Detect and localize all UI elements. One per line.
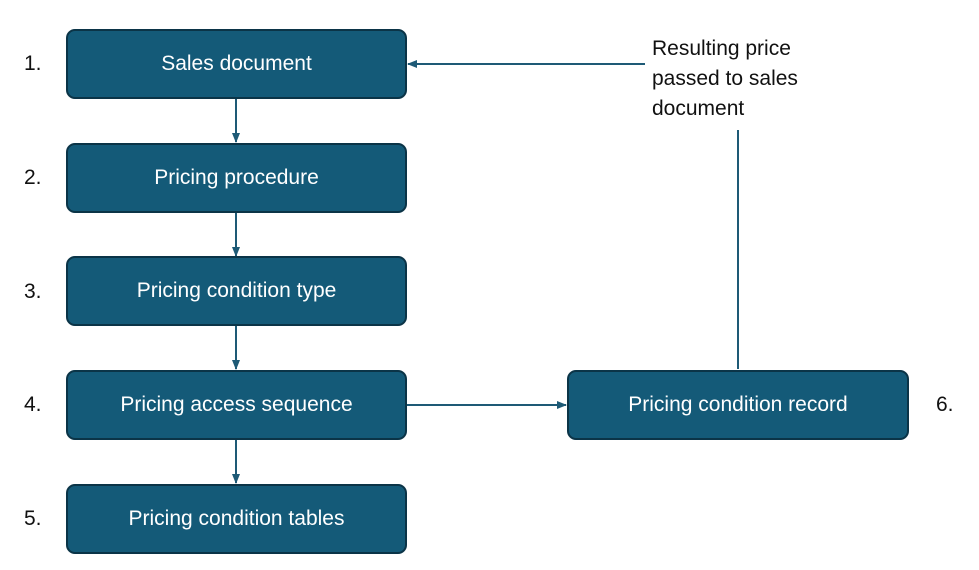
box-label: Pricing condition record [628,393,848,416]
box-pricing-procedure: Pricing procedure [66,143,407,213]
box-pricing-condition-tables: Pricing condition tables [66,484,407,554]
step-number-1: 1. [24,52,42,75]
box-pricing-condition-type: Pricing condition type [66,256,407,326]
step-number-6: 6. [936,393,954,416]
box-label: Pricing condition type [136,279,337,302]
box-pricing-condition-record: Pricing condition record [567,370,909,440]
note-line: passed to sales [652,67,798,90]
box-label: Sales document [161,52,312,75]
box-label: Pricing procedure [154,166,319,189]
box-label: Pricing condition tables [128,507,345,530]
box-label: Pricing access sequence [120,393,353,416]
note-line: Resulting price [652,37,791,60]
result-note: Resulting price passed to sales document [652,34,798,124]
note-line: document [652,97,745,120]
step-number-3: 3. [24,280,42,303]
box-sales-document: Sales document [66,29,407,99]
step-number-4: 4. [24,393,42,416]
step-number-2: 2. [24,166,42,189]
step-number-5: 5. [24,507,42,530]
box-pricing-access-sequence: Pricing access sequence [66,370,407,440]
